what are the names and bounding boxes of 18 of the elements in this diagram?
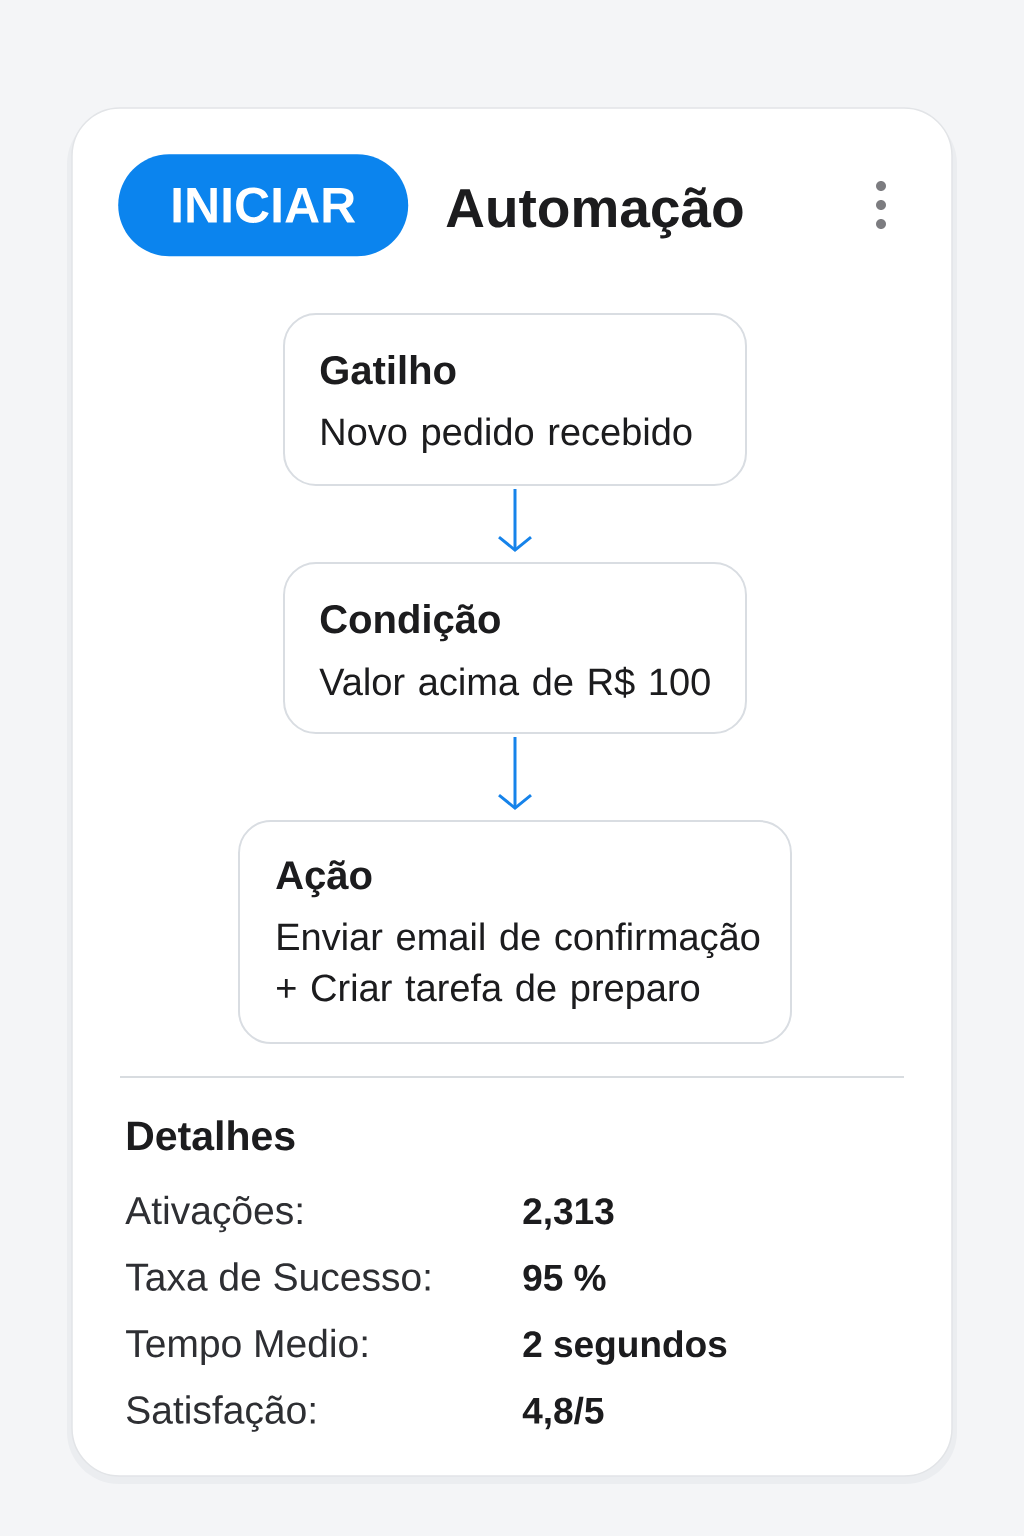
stat-value: 95 %	[523, 1264, 606, 1291]
stat-value: 2 segundos	[523, 1330, 727, 1365]
stat-value: 4,8/5	[522, 1396, 604, 1430]
stat-label: Taxa de Sucesso:	[126, 1262, 430, 1291]
stat-label: Ativações:	[125, 1195, 302, 1233]
start-button: INICIAR	[118, 154, 409, 257]
step-title: Condição	[320, 604, 500, 642]
step-description: Enviar email de confirmação + Criar tarefa de preparo	[277, 922, 760, 1009]
section-heading: Detalhes	[127, 1120, 295, 1151]
stat-label: Tempo Medio:	[126, 1328, 367, 1366]
stat-label: Satisfação:	[126, 1395, 315, 1432]
title: Automação	[446, 187, 743, 239]
step-title: Gatilho	[320, 355, 456, 385]
stat-value: 2,313	[523, 1198, 614, 1230]
step-title: Ação	[276, 860, 372, 898]
arrow	[498, 737, 532, 810]
step-description: Valor acima de R$ 100	[319, 666, 710, 698]
step-description: Novo pedido recebido	[322, 417, 692, 453]
